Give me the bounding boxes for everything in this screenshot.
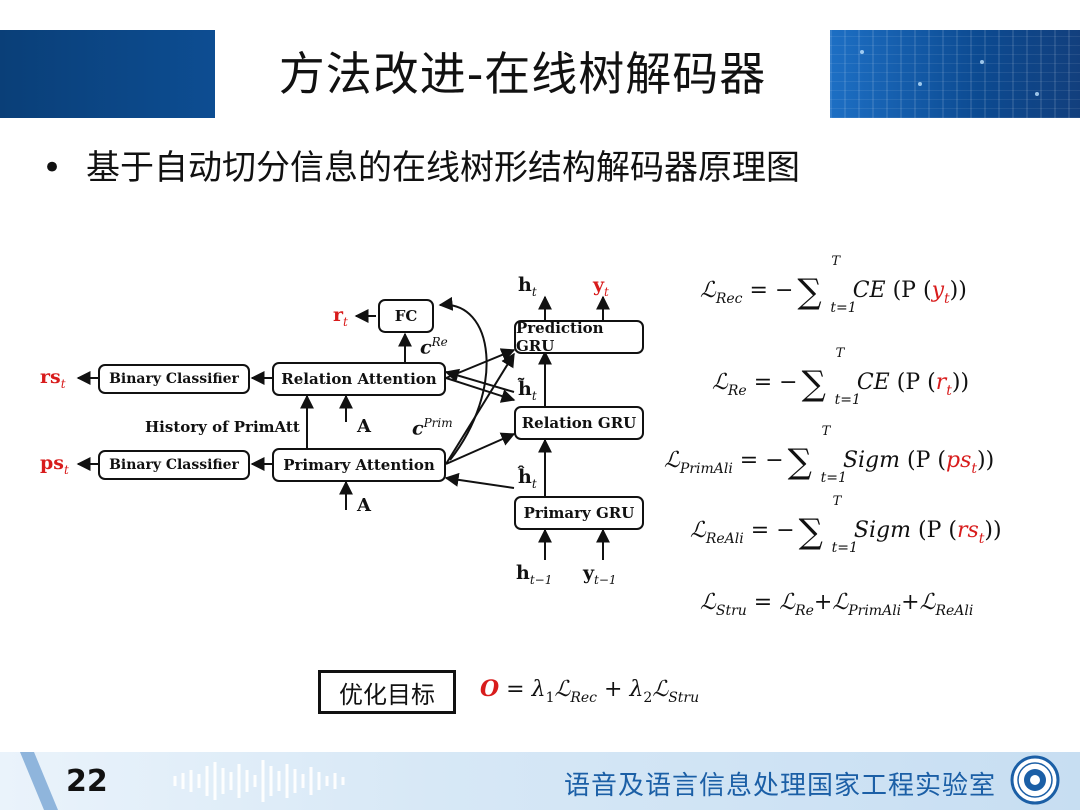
label-A-bottom: A: [357, 495, 371, 516]
objective-formula: O = λ1ℒRec + λ2ℒStru: [480, 676, 700, 706]
fc-box: FC: [378, 299, 434, 333]
lab-name: 语音及语言信息处理国家工程实验室: [564, 771, 997, 801]
relation-gru-box: Relation GRU: [514, 406, 644, 440]
header-band-left: [0, 30, 215, 118]
label-yt: yt: [593, 274, 609, 299]
primary-gru-box: Primary GRU: [514, 496, 644, 530]
lab-seal-icon: [1010, 755, 1060, 805]
label-rst: rst: [40, 366, 66, 391]
label-A-top: A: [357, 416, 371, 437]
binary-classifier-top-box: Binary Classifier: [98, 364, 250, 394]
page-number: 22: [66, 764, 108, 799]
prediction-gru-box: Prediction GRU: [514, 319, 644, 355]
header-band-right: [830, 30, 1080, 118]
arrow-primatt-to-fc: [438, 296, 488, 461]
footer-bar: [0, 752, 1080, 810]
slide-title: 方法改进-在线树解码器: [278, 47, 767, 101]
binary-classifier-bottom-box: Binary Classifier: [98, 450, 250, 480]
label-h-tilde: h̃t: [518, 378, 537, 403]
label-c-re: cRe: [420, 335, 448, 359]
arrow-hhat-to-primatt: [444, 472, 515, 489]
primary-attention-box: Primary Attention: [272, 448, 446, 482]
label-rt: rt: [333, 304, 348, 329]
sound-wave-icon: [173, 760, 345, 802]
bullet-item: • 基于自动切分信息的在线树形结构解码器原理图: [42, 140, 800, 189]
arrow-primatt-to-pred: [445, 352, 515, 465]
formula-stru: ℒStru = ℒRe+ℒPrimAli+ℒReAli: [700, 590, 974, 619]
footer-slash-decor: [20, 752, 58, 810]
label-h-prev: ht−1: [516, 562, 553, 587]
label-y-prev: yt−1: [583, 562, 617, 587]
objective-label-box: 优化目标: [318, 670, 456, 714]
arrow-primatt-to-relgru: [445, 432, 516, 465]
relation-attention-box: Relation Attention: [272, 362, 446, 396]
label-h-hat: ĥt: [518, 466, 537, 491]
label-ht: ht: [518, 274, 537, 299]
label-c-prim: cPrim: [412, 416, 453, 440]
arrow-ht-to-relatt: [444, 368, 515, 393]
label-history: History of PrimAtt: [145, 418, 300, 436]
bullet-dot-icon: •: [42, 148, 63, 188]
bullet-text: 基于自动切分信息的在线树形结构解码器原理图: [86, 148, 800, 188]
label-pst: pst: [40, 452, 69, 477]
